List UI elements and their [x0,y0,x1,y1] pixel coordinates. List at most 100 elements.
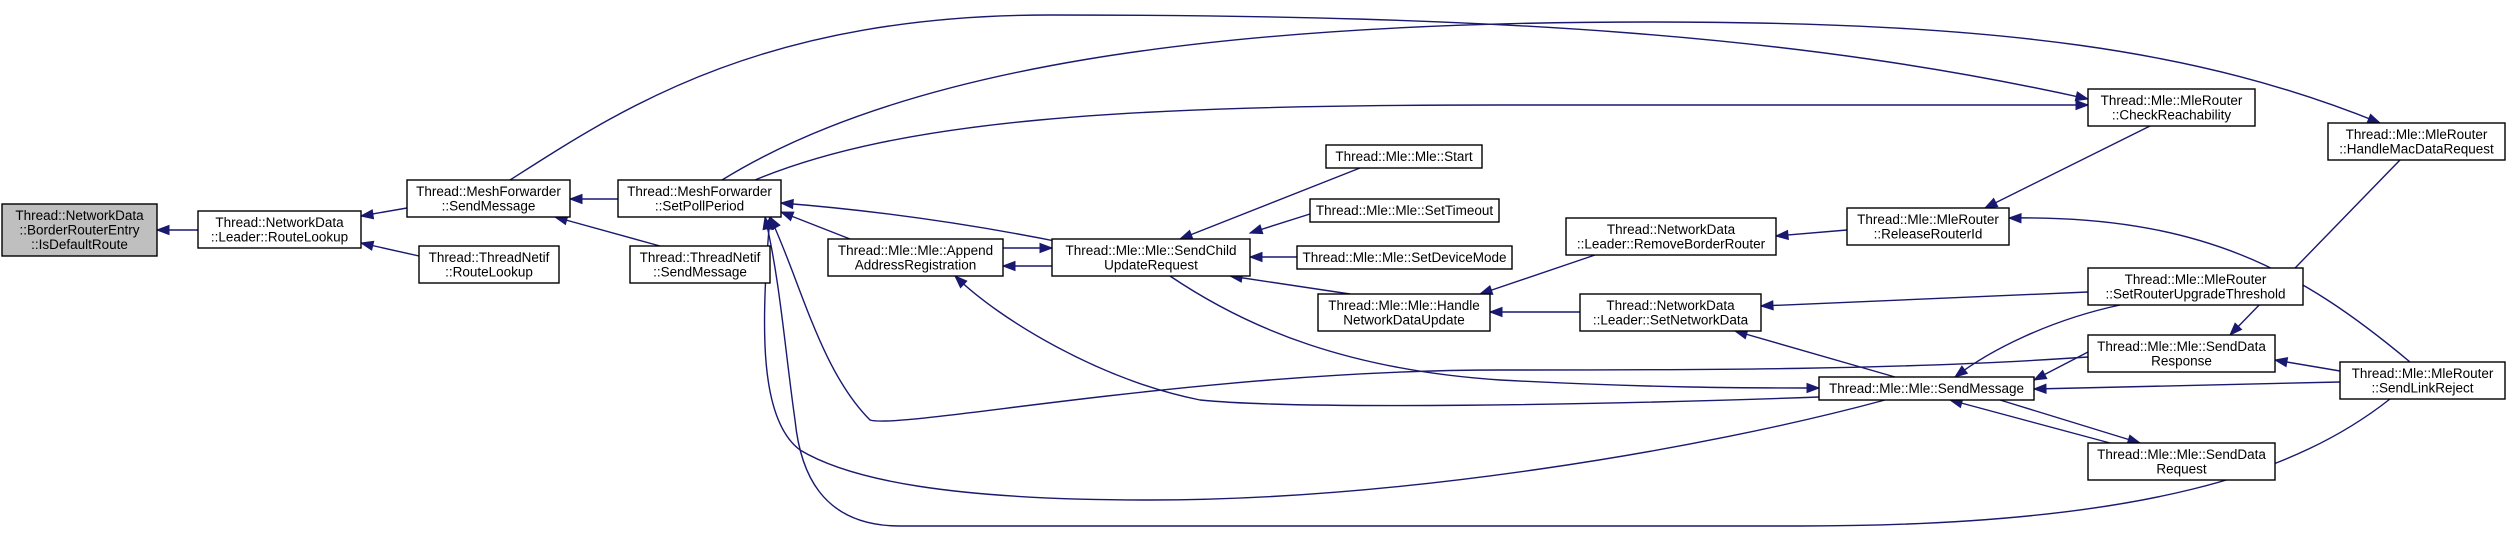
edge-mle-sendmessage-to-mle-append [953,275,1820,407]
graph-node-label-line: Thread::Mle::MleRouter [2101,93,2243,108]
graph-node-label-line: Thread::Mle::Mle::SendData [2097,339,2266,354]
edge-nd-setnetdata-to-handlenetdata-arrowhead [1488,306,1503,318]
call-graph-edges [155,14,2411,527]
graph-node-label-line: ::Leader::RouteLookup [211,229,348,244]
graph-node-box [1051,238,1251,277]
graph-node-label-line: Thread::Mle::Mle::SetDeviceMode [1302,250,1506,265]
graph-node-mle-start[interactable]: Thread::Mle::Mle::Start [1325,144,1483,169]
call-graph-nodes: Thread::NetworkData::BorderRouterEntry::… [1,88,2506,481]
graph-node-threadnetif-routelookup[interactable]: Thread::ThreadNetif::RouteLookup [418,245,560,284]
graph-node-box [1,203,158,257]
edge-sendlinkreject-to-setpollperiod-arrowhead [762,215,773,231]
edge-mr-setupgrade-to-nd-setnetdata [1759,291,2089,311]
edge-sendchild-to-mle-sendmessage-line [1169,275,1820,389]
graph-node-box [1579,293,1762,332]
graph-node-box [1317,293,1491,332]
edge-sendchild-to-setpollperiod-arrowhead [779,198,794,210]
graph-node-box [1296,245,1513,270]
graph-node-box [2339,361,2506,400]
graph-node-mr-setupgrade[interactable]: Thread::Mle::MleRouter::SetRouterUpgrade… [2087,267,2304,306]
edge-mr-handlemac-to-senddataresp-arrowhead [2229,322,2243,337]
graph-node-nd-removebr[interactable]: Thread::NetworkData::Leader::RemoveBorde… [1565,217,1777,256]
graph-node-mle-settimeout[interactable]: Thread::Mle::Mle::SetTimeout [1309,198,1500,223]
edge-mle-sendmessage-to-mle-append-arrowhead [953,275,968,289]
edge-threadnetif-routelookup-to-leader-routelookup [359,240,420,257]
graph-node-mle-setdevicemode[interactable]: Thread::Mle::Mle::SetDeviceMode [1296,245,1513,270]
graph-node-label-line: Thread::Mle::Mle::SendMessage [1829,381,2024,396]
edge-nd-setnetdata-to-handlenetdata [1488,306,1580,318]
graph-node-isdefault[interactable]: Thread::NetworkData::BorderRouterEntry::… [1,203,158,257]
graph-node-label-line: Thread::Mle::Mle::Append [838,243,993,258]
edge-sendchild-to-mle-sendmessage [1169,275,1821,394]
edge-meshfwd-sendmessage-to-checkreach-line [509,14,2089,181]
edge-mr-sendlinkreject-to-mr-releaserouterid-line [2008,217,2411,363]
edge-setpollperiod-to-handlemac-line [721,21,2381,181]
graph-node-box [2087,267,2304,306]
edge-mr-setupgrade-to-mle-sendmessage [1953,304,2121,378]
graph-node-meshfwd-setpollperiod[interactable]: Thread::MeshForwarder::SetPollPeriod [617,179,782,218]
graph-node-meshfwd-sendmessage[interactable]: Thread::MeshForwarder::SendMessage [406,179,571,218]
graph-node-mr-releaserouterid[interactable]: Thread::Mle::MleRouter::ReleaseRouterId [1846,207,2010,246]
edge-mr-setupgrade-to-nd-setnetdata-line [1760,291,2089,307]
edge-meshfwd-sendmessage-to-checkreach [509,14,2090,181]
graph-node-mle-sendmessage[interactable]: Thread::Mle::Mle::SendMessage [1818,376,2035,401]
edge-meshfwd-sendmessage-to-leader-routelookup-arrowhead [359,209,375,220]
edge-mr-releaserouterid-to-nd-removebr [1774,229,1848,241]
edge-mle-append-to-setpollperiod-arrowhead [779,211,795,222]
graph-node-nd-setnetdata[interactable]: Thread::NetworkData::Leader::SetNetworkD… [1579,293,1762,332]
graph-node-mle-append[interactable]: Thread::Mle::Mle::AppendAddressRegistrat… [827,238,1004,277]
edge-mr-checkreach-to-mr-releaserouterid-line [1984,125,2151,209]
graph-node-mr-checkreach[interactable]: Thread::Mle::MleRouter::CheckReachabilit… [2087,88,2256,127]
edge-mr-sendlinkreject-to-mle-sendmessage-line [2033,381,2341,390]
edge-mle-append-to-setpollperiod [779,211,851,240]
edge-mle-settimeout-to-sendchild-arrowhead [1248,224,1264,235]
edge-leader-routelookup-to-isdefault [155,224,198,236]
graph-node-box [1309,198,1500,223]
graph-node-label-line: ::SetRouterUpgradeThreshold [2105,286,2285,301]
graph-node-mle-handlenetdata[interactable]: Thread::Mle::Mle::HandleNetworkDataUpdat… [1317,293,1491,332]
edge-mr-sendlinkreject-to-mle-sendmessage [2032,381,2341,395]
graph-node-label-line: ::SendMessage [653,264,747,279]
edge-mr-sendlinkreject-to-mr-releaserouterid [2007,212,2411,363]
graph-node-label-line: ::SendLinkReject [2371,380,2473,395]
graph-node-label-line: ::IsDefaultRoute [31,237,128,252]
graph-node-mr-sendlinkreject[interactable]: Thread::Mle::MleRouter::SendLinkReject [2339,361,2506,400]
graph-node-label-line: Thread::Mle::Mle::SetTimeout [1316,203,1494,218]
graph-node-label-line: ::SetPollPeriod [655,198,744,213]
edge-mr-sendlinkreject-to-mle-sendmessage-arrowhead [2032,383,2047,395]
edge-setpollperiod-to-checkreach [754,99,2090,181]
graph-node-box [2087,88,2256,127]
graph-node-label-line: Thread::Mle::MleRouter [2346,127,2488,142]
graph-node-label-line: ::SendMessage [442,198,536,213]
edge-mr-setupgrade-to-nd-setnetdata-arrowhead [1759,300,1774,311]
graph-node-box [2327,122,2506,161]
graph-node-box [617,179,782,218]
edge-sendchild-to-mle-sendmessage-arrowhead [1806,382,1821,394]
graph-node-box [2087,334,2276,373]
graph-node-threadnetif-sendmessage[interactable]: Thread::ThreadNetif::SendMessage [629,245,771,284]
graph-node-label-line: Thread::Mle::Mle::Handle [1328,298,1480,313]
edge-sendlinkreject-to-setpollperiod [762,215,2391,527]
graph-node-mr-handlemac[interactable]: Thread::Mle::MleRouter::HandleMacDataReq… [2327,122,2506,161]
edge-setpollperiod-to-checkreach-arrowhead [2075,99,2090,111]
edge-mr-sendlinkreject-to-mr-releaserouterid-arrowhead [2007,212,2022,224]
edge-mle-setdevicemode-to-sendchild-arrowhead [1248,251,1263,263]
edge-threadnetif-routelookup-to-leader-routelookup-arrowhead [359,240,375,251]
graph-node-label-line: Thread::MeshForwarder [627,184,772,199]
edge-sendchild-to-mle-append-arrowhead [1001,260,1016,272]
edge-mle-sendmessage-to-nd-setnetdata-line [1734,330,1896,378]
graph-node-box [629,245,771,284]
edge-mle-sendmessage-to-nd-setnetdata [1733,329,1896,378]
edge-mr-sendlinkreject-to-senddataresp-arrowhead [2273,357,2289,368]
graph-node-box [1565,217,1777,256]
graph-node-leader-routelookup[interactable]: Thread::NetworkData::Leader::RouteLookup [197,210,362,249]
graph-node-box [406,179,571,218]
edge-threadnetif-sendmessage-to-meshfwd-sendmessage [553,215,661,247]
edge-mle-setdevicemode-to-sendchild [1248,251,1297,263]
edge-sendchild-to-mle-append [1001,260,1052,272]
edge-mle-start-to-sendchild-arrowhead [1178,229,1194,240]
